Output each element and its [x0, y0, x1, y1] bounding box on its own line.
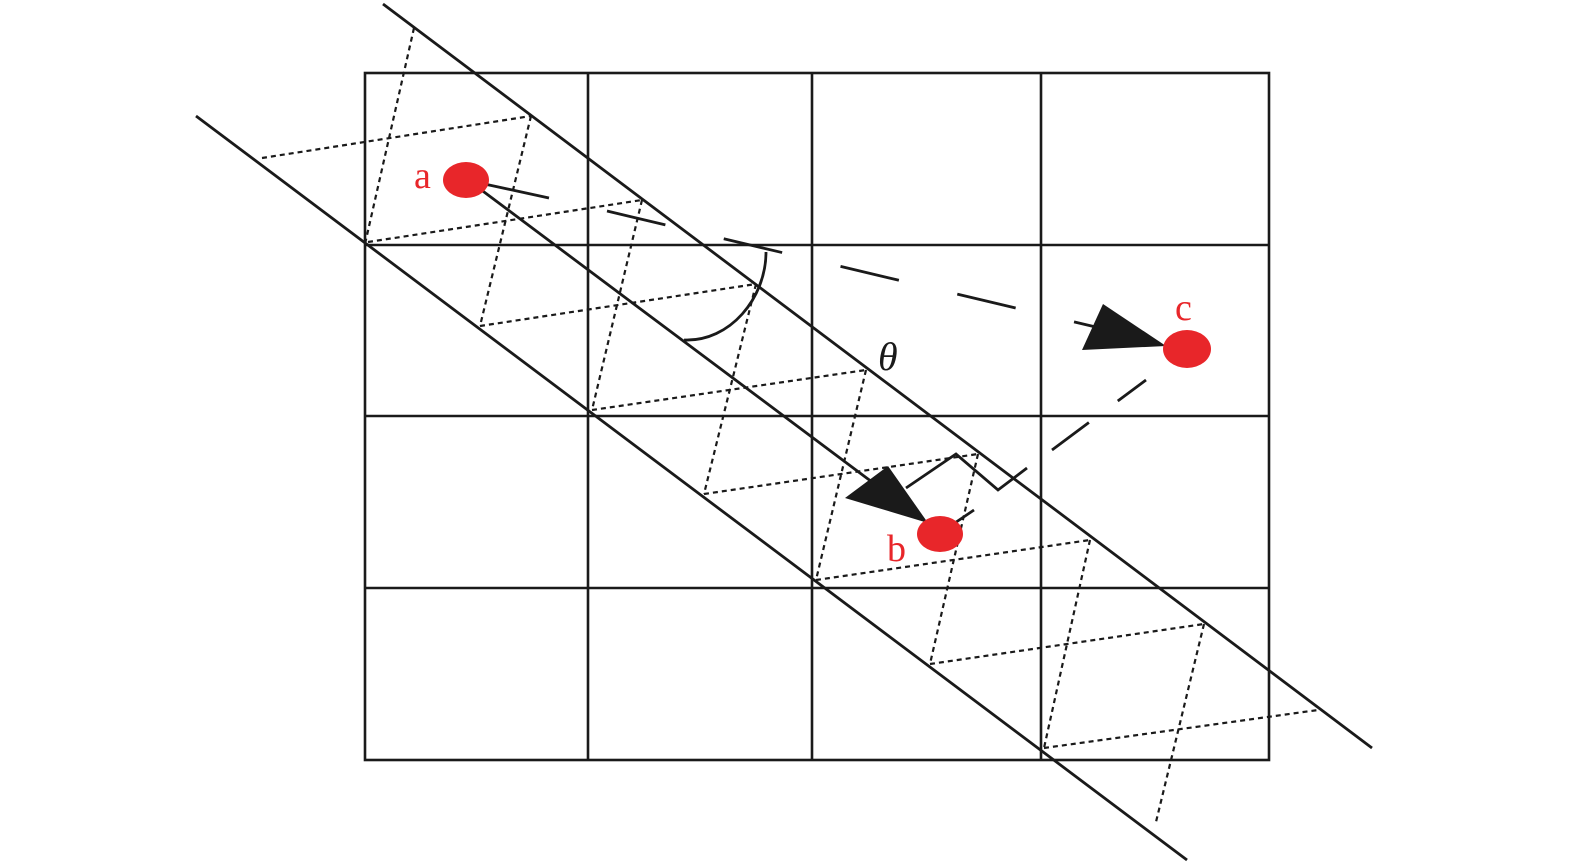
point-a [443, 162, 489, 198]
path-a-to-b [467, 178, 873, 484]
angle-arc [683, 251, 768, 342]
strip-lower-edge [195, 114, 1188, 862]
path-a-to-c [606, 209, 1101, 330]
path-b-to-c-dashed [1051, 378, 1147, 452]
angle-theta-label: θ [878, 334, 898, 379]
arrow-head-b [845, 466, 928, 523]
point-a-label: a [414, 155, 431, 197]
strip-dotted-steep-lines [363, 27, 1206, 823]
arrow-head-c [1082, 304, 1166, 350]
point-c [1163, 330, 1211, 368]
point-c-label: c [1175, 287, 1192, 329]
point-b-label: b [887, 528, 906, 570]
strip-upper-edge [382, 2, 1373, 750]
point-b [917, 516, 963, 552]
path-b-to-c [905, 452, 1028, 492]
strip-dotted-cross-lines [261, 114, 1319, 750]
